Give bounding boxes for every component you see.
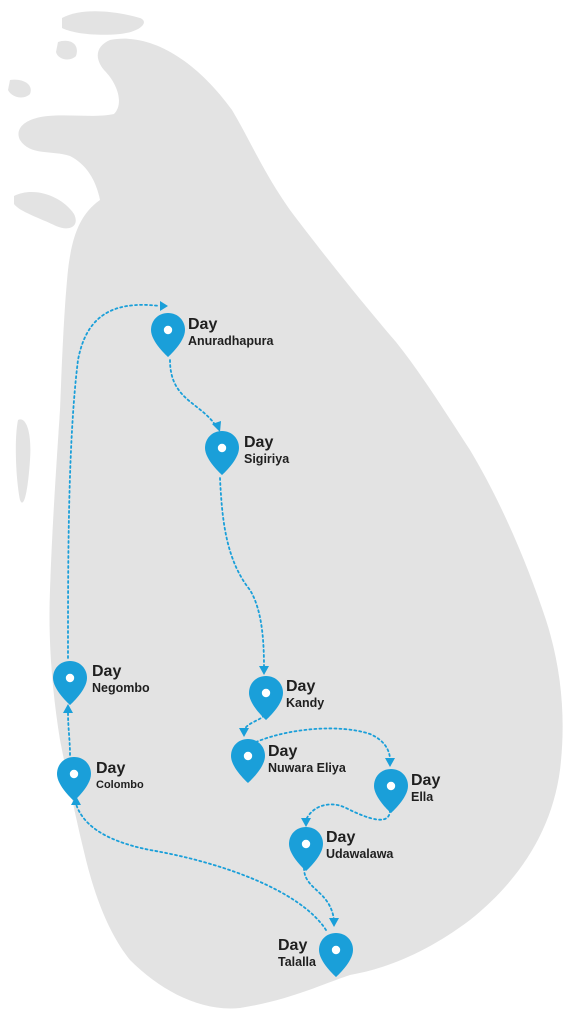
stop-label: Day Nuwara Eliya — [268, 743, 346, 776]
map-pin-icon — [151, 313, 185, 357]
map-pin-icon — [249, 676, 283, 720]
stop-label: Day Colombo — [96, 760, 144, 793]
map-pin-icon — [53, 661, 87, 705]
stop-talalla[interactable]: Day Talalla — [278, 932, 478, 992]
route — [63, 301, 395, 931]
place-name: Nuwara Eliya — [268, 761, 346, 775]
map-pin-icon — [231, 739, 265, 783]
map-pin-icon — [374, 769, 408, 813]
stop-anuradhapura[interactable]: Day Anuradhapura — [150, 312, 350, 372]
day-label: Day — [286, 678, 316, 695]
stop-label: Day Ella — [411, 772, 440, 805]
stop-label: Day Udawalawa — [326, 829, 393, 862]
stop-label: Day Talalla — [278, 937, 316, 970]
place-name: Negombo — [92, 681, 150, 695]
map-pin-icon — [289, 827, 323, 871]
stop-nuwara-eliya[interactable]: Day Nuwara Eliya — [230, 738, 430, 798]
stop-label: Day Anuradhapura — [188, 316, 273, 349]
stop-label: Day Negombo — [92, 663, 150, 696]
stop-ella[interactable]: Day Ella — [373, 768, 570, 828]
stop-kandy[interactable]: Day Kandy — [248, 675, 448, 735]
stop-negombo[interactable]: Day Negombo — [52, 660, 252, 720]
stop-label: Day Kandy — [286, 678, 324, 711]
place-name: Colombo — [96, 779, 144, 791]
stop-colombo[interactable]: Day Colombo — [56, 756, 256, 816]
day-label: Day — [244, 434, 274, 451]
place-name: Kandy — [286, 696, 325, 710]
map-pin-icon — [205, 431, 239, 475]
place-name: Anuradhapura — [188, 334, 274, 348]
island-shape — [8, 11, 563, 1009]
day-label: Day — [188, 316, 218, 333]
day-label: Day — [92, 663, 122, 680]
stop-sigiriya[interactable]: Day Sigiriya — [204, 430, 404, 490]
place-name: Udawalawa — [326, 847, 394, 861]
map-pin-icon — [57, 757, 91, 801]
day-label: Day — [278, 937, 308, 954]
day-label: Day — [96, 760, 126, 777]
day-label: Day — [268, 743, 298, 760]
day-label: Day — [326, 829, 356, 846]
place-name: Ella — [411, 790, 434, 804]
map-pin-icon — [319, 933, 353, 977]
stop-label: Day Sigiriya — [244, 434, 289, 467]
place-name: Sigiriya — [244, 452, 290, 466]
day-label: Day — [411, 772, 441, 789]
stop-udawalawa[interactable]: Day Udawalawa — [288, 826, 488, 886]
place-name: Talalla — [278, 955, 316, 969]
